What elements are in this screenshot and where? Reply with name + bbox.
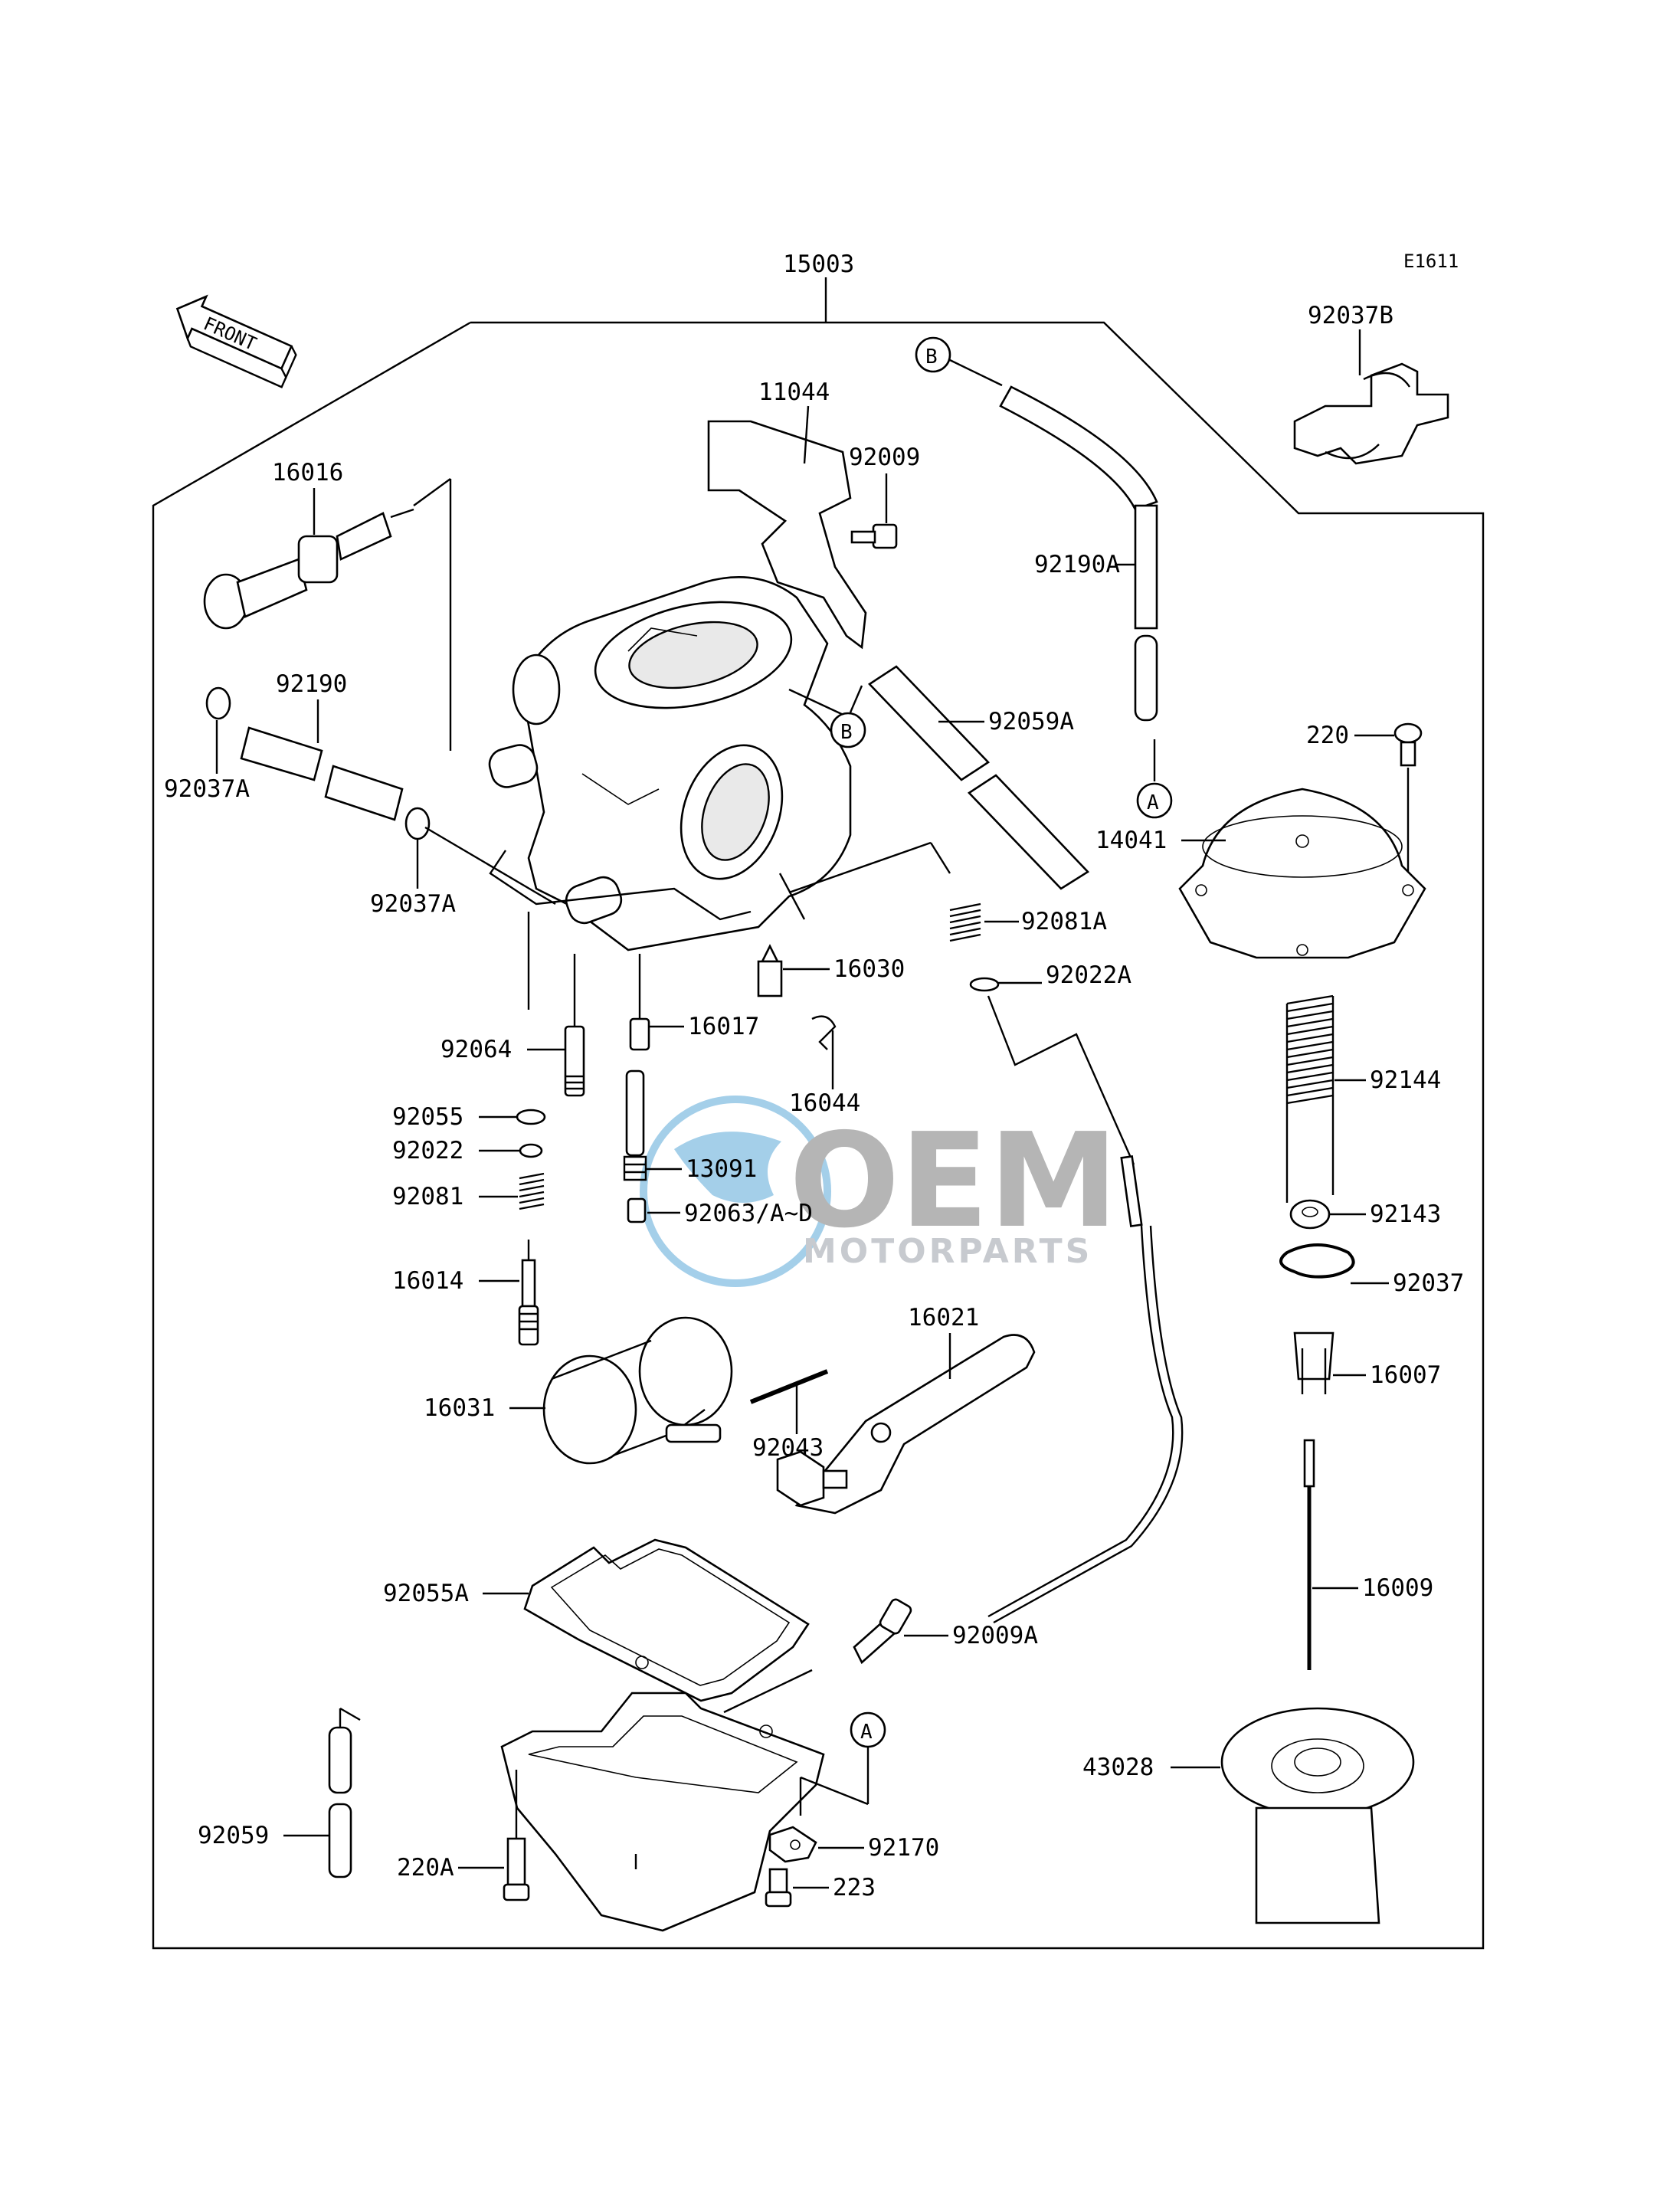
part-92037-circlip	[1279, 1243, 1355, 1279]
label-11044: 11044	[758, 378, 830, 406]
part-92144-spring	[1285, 994, 1335, 1203]
front-arrow-icon: FRONT	[175, 294, 297, 388]
label-16016: 16016	[272, 459, 343, 486]
label-13091: 13091	[686, 1155, 757, 1183]
part-220A-screw	[503, 1837, 530, 1901]
part-92059A-hose	[867, 665, 1090, 890]
label-14041: 14041	[1095, 827, 1167, 854]
label-92055: 92055	[392, 1103, 463, 1131]
part-16031-float	[542, 1316, 733, 1465]
assembly-boundary	[152, 321, 1485, 1950]
part-92037A-clip-bottom	[404, 807, 431, 840]
label-92037A-bottom: 92037A	[370, 890, 456, 918]
part-92190-hose	[240, 726, 404, 821]
assembly-label: 15003	[783, 251, 854, 278]
part-223-screw	[765, 1868, 792, 1908]
part-92043-pin	[749, 1369, 829, 1404]
svg-text:A: A	[860, 1721, 873, 1744]
watermark-subtitle: MOTORPARTS	[803, 1232, 1092, 1271]
part-16044-clip	[811, 1015, 837, 1050]
label-92190: 92190	[276, 670, 347, 698]
part-92009-screw	[850, 523, 898, 549]
svg-text:B: B	[925, 346, 938, 368]
part-92037A-clip-top	[205, 686, 231, 720]
part-92081-spring	[519, 1172, 545, 1210]
label-16030: 16030	[833, 955, 905, 983]
part-13091	[623, 1069, 647, 1181]
label-92009A: 92009A	[952, 1622, 1038, 1649]
connector-b-mid: B	[830, 712, 866, 748]
part-92190A-hose	[999, 385, 1158, 722]
part-92022A-washer	[969, 977, 1000, 992]
part-16017	[629, 1017, 650, 1051]
label-16021: 16021	[908, 1304, 979, 1331]
label-92022: 92022	[392, 1137, 463, 1164]
part-16030	[757, 944, 783, 997]
part-carburetor-body	[488, 576, 852, 951]
connector-a-bottom: A	[850, 1711, 886, 1748]
label-92081: 92081	[392, 1183, 463, 1210]
part-14041-cover	[1178, 788, 1426, 959]
part-92055A-gasket	[523, 1538, 810, 1702]
label-92059A: 92059A	[988, 708, 1074, 735]
label-223: 223	[833, 1874, 876, 1901]
part-220-screw	[1393, 722, 1423, 767]
part-92037B-clamp	[1293, 362, 1449, 465]
part-92022-washer	[519, 1143, 543, 1158]
part-16007	[1293, 1331, 1335, 1394]
part-16009-needle	[1303, 1439, 1315, 1670]
svg-text:B: B	[840, 721, 853, 744]
label-92190A: 92190A	[1034, 551, 1120, 578]
label-92009: 92009	[849, 444, 920, 471]
part-16014	[518, 1240, 539, 1346]
part-92064	[564, 1025, 585, 1097]
part-92063-jet	[627, 1197, 647, 1223]
label-92064: 92064	[440, 1036, 512, 1063]
part-16021-throttle-lever	[776, 1334, 1036, 1515]
label-16017: 16017	[688, 1013, 759, 1040]
part-92081A-spring	[949, 902, 981, 942]
label-92063: 92063/A~D	[684, 1200, 813, 1227]
part-16016-starter	[203, 508, 414, 630]
diagram-code: E1611	[1403, 251, 1459, 272]
label-16031: 16031	[424, 1394, 495, 1422]
label-92143: 92143	[1370, 1200, 1441, 1228]
label-92037B: 92037B	[1308, 302, 1393, 329]
part-92143	[1289, 1199, 1331, 1230]
part-throttle-cable	[987, 995, 1184, 1624]
label-92059: 92059	[198, 1822, 269, 1849]
connector-a-right: A	[1136, 782, 1173, 819]
label-16044: 16044	[789, 1089, 860, 1117]
label-220A: 220A	[397, 1854, 454, 1882]
label-92037: 92037	[1393, 1269, 1464, 1297]
label-92055A: 92055A	[383, 1580, 469, 1607]
svg-text:A: A	[1147, 791, 1159, 814]
part-92009A-screw	[853, 1598, 912, 1665]
label-16009: 16009	[1362, 1574, 1433, 1602]
label-220: 220	[1306, 722, 1349, 749]
watermark-logo: OEM MOTORPARTS	[640, 1096, 1118, 1287]
label-16014: 16014	[392, 1267, 463, 1295]
watermark-brand: OEM	[789, 1105, 1118, 1257]
label-92037A-top: 92037A	[164, 775, 250, 803]
part-92170	[768, 1826, 817, 1863]
part-92055-oring	[516, 1109, 546, 1125]
part-float-bowl	[500, 1656, 825, 1932]
part-43028-diaphragm	[1220, 1707, 1415, 1924]
label-92022A: 92022A	[1046, 961, 1131, 989]
label-92144: 92144	[1370, 1066, 1441, 1094]
label-92081A: 92081A	[1021, 908, 1107, 935]
part-11044-bracket	[707, 420, 867, 650]
label-43028: 43028	[1082, 1754, 1154, 1781]
label-16007: 16007	[1370, 1361, 1441, 1389]
label-92170: 92170	[868, 1834, 939, 1862]
connector-b-top: B	[915, 336, 951, 373]
part-92059-hose	[328, 1707, 361, 1878]
